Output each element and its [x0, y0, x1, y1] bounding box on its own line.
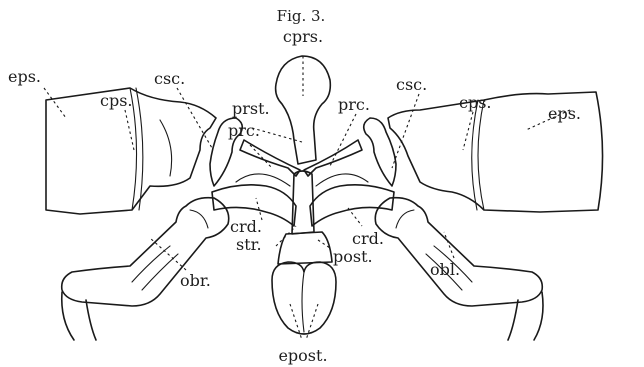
left-humerus — [62, 198, 229, 340]
label-csc-left: csc. — [154, 69, 185, 88]
part-labels: cprs. eps. eps. cps. cps. csc. csc. prst… — [8, 27, 581, 365]
label-cprs: cprs. — [283, 27, 323, 46]
leader-cps-left — [125, 110, 134, 150]
leader-crd-right — [348, 208, 362, 226]
epost-element — [272, 262, 336, 334]
label-prc-right: prc. — [338, 95, 370, 114]
leader-csc-left — [177, 88, 212, 148]
label-cps-left: cps. — [100, 91, 133, 110]
cprs-cartilage — [276, 56, 331, 164]
label-csc-right: csc. — [396, 75, 427, 94]
figure-title: Fig. 3. — [277, 7, 326, 25]
leader-eps-left — [44, 88, 66, 118]
label-eps-left: eps. — [8, 67, 41, 86]
label-epost: epost. — [278, 346, 327, 365]
leader-str — [276, 226, 296, 246]
label-obl: obl. — [430, 260, 460, 279]
label-eps-right: eps. — [548, 104, 581, 123]
leader-cps-right — [463, 112, 473, 150]
leader-csc-right — [392, 94, 419, 168]
label-obr: obr. — [180, 271, 211, 290]
leader-epost-a — [290, 304, 302, 340]
label-crd-left: crd. — [230, 217, 262, 236]
label-cps-right: cps. — [459, 93, 492, 112]
label-post: post. — [333, 247, 373, 266]
label-crd-right: crd. — [352, 229, 384, 248]
leader-obr — [150, 238, 186, 270]
label-prc-left: prc. — [228, 121, 260, 140]
label-prst: prst. — [232, 99, 270, 118]
leader-epost-b — [306, 304, 318, 340]
label-str: str. — [236, 235, 262, 254]
